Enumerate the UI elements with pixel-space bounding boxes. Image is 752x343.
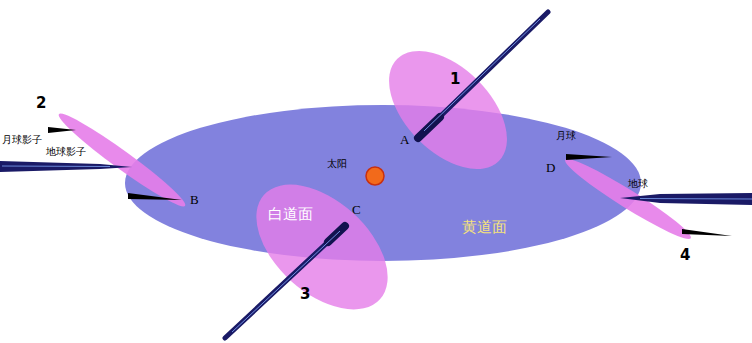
- plane-label: 黄道面: [462, 218, 507, 236]
- moon-orbit-plane-shape: [233, 161, 410, 334]
- callout-number: 2: [36, 94, 46, 112]
- position-letter: D: [546, 160, 555, 176]
- shadow-highlight: [640, 198, 752, 200]
- position-letter: C: [352, 202, 361, 218]
- callout-number: 1: [450, 70, 460, 88]
- ecliptic-plane: 黄道面: [125, 105, 641, 261]
- moon-marker: [682, 229, 732, 236]
- axis-highlight: [232, 231, 340, 332]
- moon-orbit-plane: [54, 107, 191, 213]
- body-label: 地球: [628, 178, 648, 190]
- ecliptic-plane-outline: [125, 105, 641, 261]
- shadow-highlight: [2, 166, 110, 168]
- moon-orbit-plane-outline: [256, 184, 388, 310]
- position-letter: B: [190, 192, 199, 208]
- moon-orbit-plane: [560, 152, 695, 246]
- moon-shadow: [48, 127, 76, 133]
- moon-orbit-plane: 白道面: [256, 184, 388, 310]
- moon-marker: [566, 154, 612, 160]
- body-label: 月球: [556, 130, 576, 142]
- earth-shadow: [0, 161, 132, 172]
- callout-number: 3: [300, 285, 310, 303]
- earth-axis: [225, 226, 345, 338]
- moon-orbit-plane: [367, 29, 528, 190]
- body-label: 太阳: [327, 158, 347, 170]
- axis-highlight: [424, 19, 540, 131]
- ecliptic-plane-shape: [125, 105, 641, 261]
- earth-axis: [418, 117, 440, 138]
- earth-axis: [328, 226, 345, 242]
- moon-marker: [128, 193, 182, 200]
- shadow-label: 地球影子: [46, 146, 86, 158]
- position-letter: A: [400, 132, 409, 148]
- shadow-label: 月球影子: [2, 134, 42, 146]
- plane-label: 白道面: [268, 205, 313, 223]
- earth-shadow: [620, 193, 752, 205]
- earth-axis: [418, 12, 548, 138]
- sun: [366, 167, 384, 185]
- callout-number: 4: [680, 246, 690, 264]
